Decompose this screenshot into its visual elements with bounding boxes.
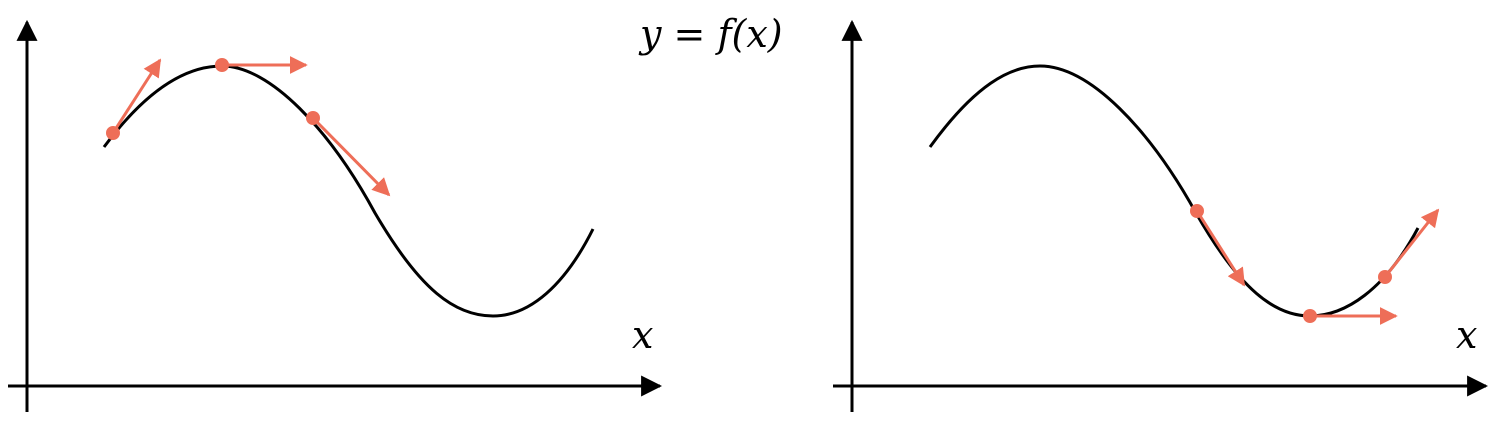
- left-tangent-arrow-3: [311, 116, 391, 197]
- equation-label: y = f(x): [638, 12, 783, 56]
- right-tangent-arrow-1: [1195, 210, 1246, 287]
- right-tangent-point-2: [1303, 309, 1317, 323]
- right-x-axis-label: x: [1456, 313, 1477, 357]
- left-panel: x: [8, 19, 663, 412]
- left-tangent-arrow-1: [111, 58, 162, 134]
- left-tangent-point-3: [306, 111, 320, 125]
- left-curve: [102, 64, 595, 318]
- left-x-axis-label: x: [632, 313, 653, 357]
- left-tangent-point-2: [215, 58, 229, 72]
- right-panel: x: [833, 19, 1489, 412]
- right-tangent-arrow-3: [1383, 208, 1440, 278]
- right-tangent-point-1: [1190, 204, 1204, 218]
- right-tangent-point-3: [1378, 270, 1392, 284]
- right-curve: [928, 64, 1420, 318]
- left-tangent-point-1: [106, 126, 120, 140]
